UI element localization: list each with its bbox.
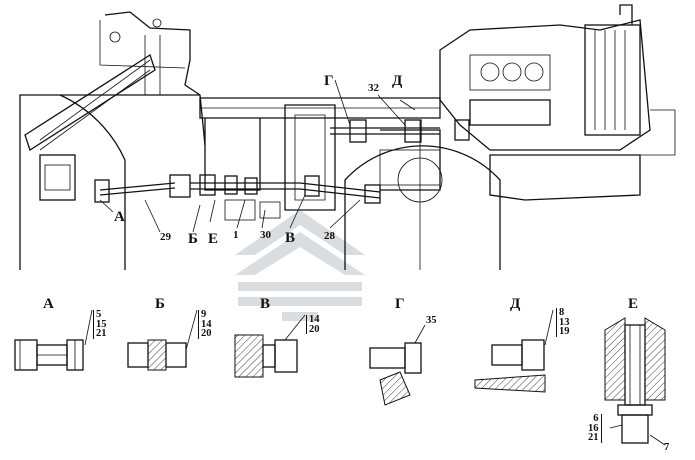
callout-29: 29 — [160, 231, 171, 243]
detail-title-g: Г — [395, 296, 405, 312]
middle-wheel — [344, 120, 501, 270]
label-view-d: Д — [392, 73, 403, 89]
leader-lines — [99, 79, 416, 233]
watermark-logo — [235, 210, 365, 321]
detail-title-b: Б — [155, 296, 165, 312]
detail-title-e: Е — [628, 296, 639, 312]
detail-title-v: В — [260, 296, 271, 312]
engine-assembly — [439, 4, 676, 201]
label-view-a: А — [114, 209, 125, 225]
label-view-b: Б — [188, 231, 198, 247]
detail-views — [14, 309, 666, 446]
drive-shaft — [39, 119, 470, 221]
callout-30: 30 — [260, 229, 271, 241]
label-view-g: Г — [324, 73, 334, 89]
detail-g-parts: 35 — [426, 315, 437, 326]
detail-title-a: А — [43, 296, 54, 312]
frame-rails — [199, 97, 441, 211]
label-view-v: В — [285, 230, 296, 246]
label-view-e: Е — [208, 231, 219, 247]
cab-frame — [60, 11, 206, 146]
callout-1: 1 — [233, 229, 239, 241]
callout-28: 28 — [324, 230, 335, 242]
detail-title-d: Д — [510, 296, 521, 312]
callout-32: 32 — [368, 82, 379, 94]
detail-e-extra: 7 — [664, 442, 670, 453]
